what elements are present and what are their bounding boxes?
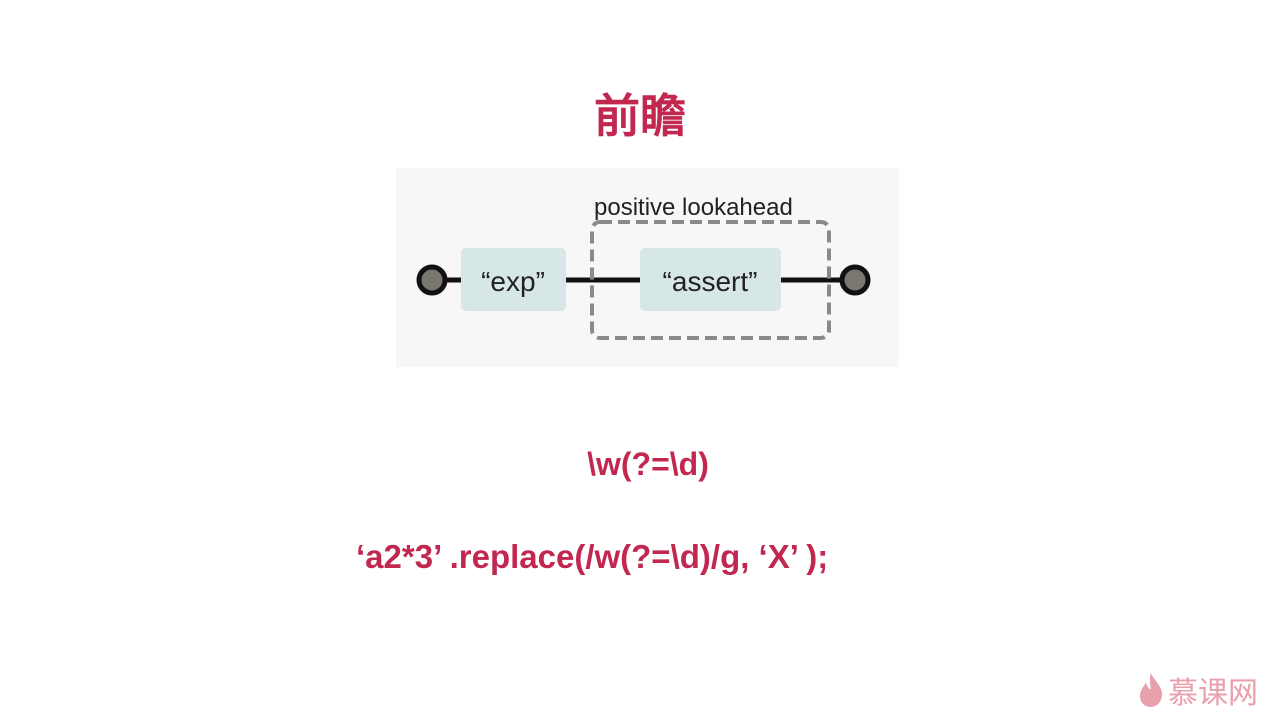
start-node-icon [416, 264, 448, 296]
exp-node-label: “exp” [481, 266, 545, 297]
flame-icon [1140, 673, 1163, 707]
group-label: positive lookahead [594, 194, 793, 221]
watermark-text: 慕课网 [1168, 676, 1258, 711]
slide-title: 前瞻 [594, 89, 686, 143]
lookahead-group-box [590, 220, 831, 340]
exp-node [461, 248, 566, 311]
assert-node-label: “assert” [663, 266, 758, 297]
end-node-icon [839, 264, 871, 296]
assert-node [640, 248, 781, 311]
railroad-diagram: positive lookahead “exp” “assert” [396, 168, 899, 367]
code-example: ‘a2*3’ .replace(/w(?=\d)/g, ‘X’ ); [356, 538, 829, 575]
regex-pattern: \w(?=\d) [587, 446, 709, 482]
watermark-logo: 慕课网 [1138, 668, 1258, 712]
